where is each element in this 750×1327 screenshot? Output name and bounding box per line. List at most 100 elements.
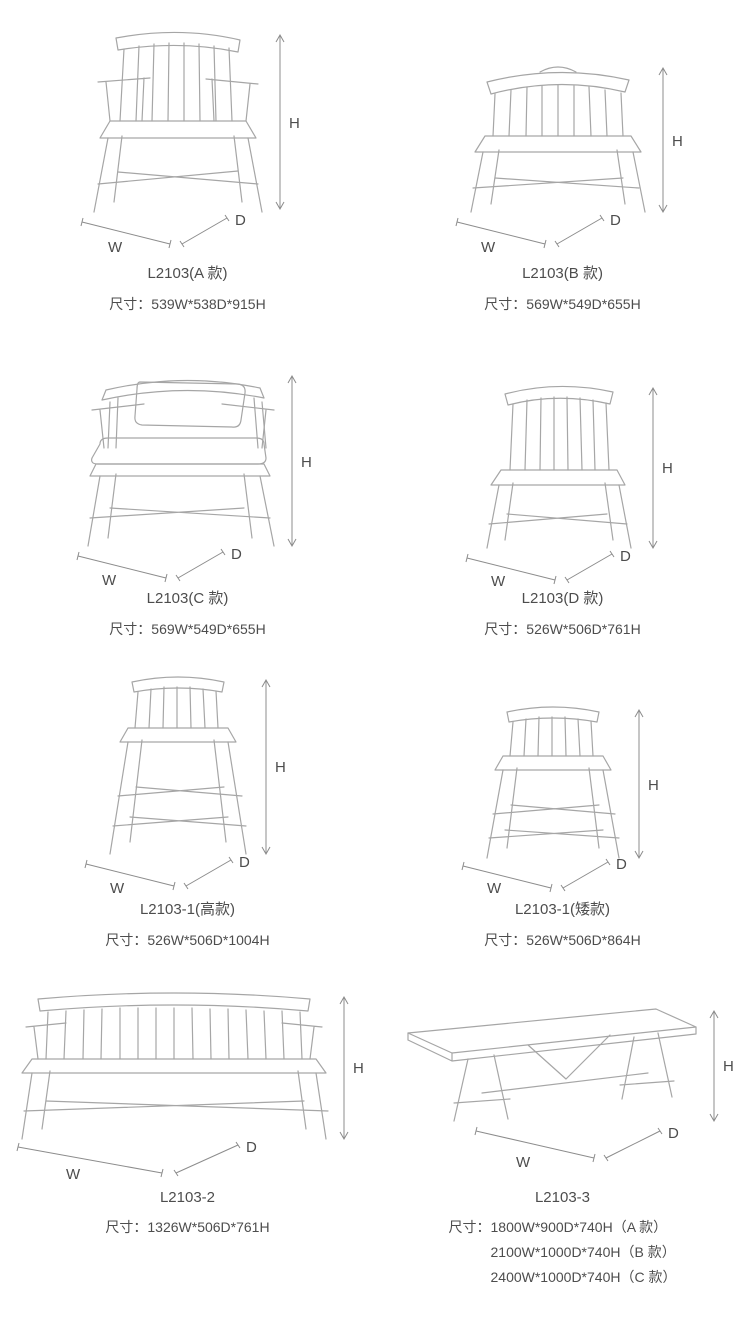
seat	[489, 469, 626, 486]
width-dimension-line	[465, 553, 556, 585]
legs	[485, 482, 632, 549]
product-name: L2103-1(高款)	[139, 901, 236, 918]
back-spindles	[508, 716, 594, 757]
width-dimension-line	[76, 551, 167, 583]
depth-dimension-line	[173, 1141, 240, 1177]
height-label: H	[301, 454, 312, 471]
dimension-lines	[465, 386, 657, 585]
chair-drawing	[469, 66, 646, 213]
height-label: H	[275, 759, 286, 776]
caption: L2103(B 款) 尺寸：569W*549D*655H	[484, 262, 640, 317]
row-1: H W D L2103(A 款) 尺寸：539W*538D*915H	[0, 0, 750, 330]
product-name: L2103-3	[534, 1189, 591, 1206]
depth-dimension-line	[603, 1127, 662, 1162]
back-spindles	[133, 686, 219, 729]
height-dimension-line	[634, 708, 643, 860]
back-spindles	[491, 84, 624, 137]
seat	[118, 727, 237, 743]
dimension-lines	[84, 678, 270, 891]
table-drawing	[406, 1008, 697, 1122]
seat	[98, 120, 257, 139]
cross-stretchers	[111, 786, 247, 827]
seat	[88, 463, 271, 477]
table-sketch: H W D	[406, 1008, 733, 1171]
product-name: L2103-2	[159, 1189, 216, 1206]
armrests	[96, 77, 259, 122]
cross-stretchers	[487, 513, 628, 525]
product-size-line: 尺寸：1800W*900D*740H（A 款）	[448, 1219, 668, 1235]
crest-rail	[114, 31, 241, 53]
depth-label: D	[235, 212, 246, 229]
short-stool-sketch: H W D	[461, 706, 659, 894]
product-name: L2103-1(矮款)	[514, 901, 611, 918]
width-label: W	[102, 572, 117, 587]
product-cell-c: H W D L2103(C 款) 尺寸：569W*549D*655H	[0, 330, 375, 660]
crest-rail	[505, 706, 600, 723]
width-label: W	[481, 239, 496, 254]
chair-drawing	[485, 385, 632, 549]
height-dimension-line	[339, 995, 348, 1141]
legs	[20, 1070, 327, 1140]
height-label: H	[648, 777, 659, 794]
crest-tab	[538, 66, 577, 73]
product-name: L2103(A 款)	[147, 265, 228, 282]
product-cell-d: H W D L2103(D 款) 尺寸：526W*506D*761H	[375, 330, 750, 660]
product-size-block: 尺寸：1800W*900D*740H（A 款） 2100W*1000D*740H…	[449, 1215, 677, 1290]
right-trestle-legs	[618, 1032, 675, 1100]
dimension-lines	[76, 374, 296, 583]
crest-rail	[130, 676, 225, 693]
left-trestle-legs	[452, 1054, 511, 1122]
width-label: W	[516, 1154, 531, 1171]
product-size: 尺寸：1326W*506D*761H	[105, 1219, 270, 1235]
width-dimension-line	[461, 861, 552, 893]
cushion-chair-c-sketch: H W D	[76, 374, 312, 587]
product-size: 尺寸：526W*506D*864H	[484, 932, 641, 948]
height-dimension-line	[287, 374, 296, 548]
stretcher	[480, 1072, 649, 1094]
width-label: W	[66, 1166, 81, 1181]
width-label: W	[110, 880, 125, 894]
cross-stretchers	[88, 507, 271, 519]
diagonal-braces	[526, 1034, 611, 1080]
width-label: W	[491, 573, 506, 587]
width-label: W	[487, 880, 502, 894]
chair-drawing	[92, 31, 263, 213]
armrests	[24, 1022, 323, 1060]
dimension-lines	[461, 708, 643, 893]
product-cell-bench: H W D L2103-2 尺寸：1326W*506D*761H	[0, 965, 375, 1327]
caption: L2103(D 款) 尺寸：526W*506D*761H	[484, 587, 640, 642]
chair-drawing	[86, 379, 275, 547]
width-dimension-line	[16, 1142, 163, 1178]
drawing-area: H W D	[4, 971, 372, 1189]
legs	[108, 739, 247, 855]
dimension-lines	[16, 995, 348, 1178]
product-size: 尺寸：569W*549D*655H	[109, 621, 266, 637]
caption: L2103-3 尺寸：1800W*900D*740H（A 款） 2100W*10…	[449, 1189, 677, 1290]
height-label: H	[662, 460, 673, 477]
depth-dimension-line	[564, 550, 614, 584]
depth-dimension-line	[554, 214, 604, 248]
seat-cushion	[90, 437, 267, 465]
height-dimension-line	[275, 33, 284, 211]
height-label: H	[672, 133, 683, 150]
tall-stool-sketch: H W D	[84, 676, 286, 894]
back-spindles	[508, 396, 610, 471]
width-dimension-line	[80, 217, 171, 249]
product-name: L2103(D 款)	[521, 590, 604, 607]
caption: L2103-1(高款) 尺寸：526W*506D*1004H	[105, 898, 269, 953]
drawing-area: H W D	[58, 666, 318, 898]
product-size-line: 2100W*1000D*740H（B 款）	[490, 1244, 676, 1260]
product-size-line: 2400W*1000D*740H（C 款）	[490, 1269, 677, 1285]
back-cushion	[133, 381, 246, 428]
back-spindles	[44, 1007, 303, 1060]
product-cell-b: H W D L2103(B 款) 尺寸：569W*549D*655H	[375, 0, 750, 330]
depth-label: D	[616, 856, 627, 873]
caption: L2103(C 款) 尺寸：569W*549D*655H	[109, 587, 265, 642]
caption: L2103-2 尺寸：1326W*506D*761H	[105, 1189, 269, 1240]
depth-dimension-line	[560, 858, 610, 892]
cross-stretchers	[487, 804, 620, 839]
seat	[20, 1058, 327, 1074]
seat	[493, 755, 612, 771]
product-size: 尺寸：539W*538D*915H	[109, 296, 266, 312]
